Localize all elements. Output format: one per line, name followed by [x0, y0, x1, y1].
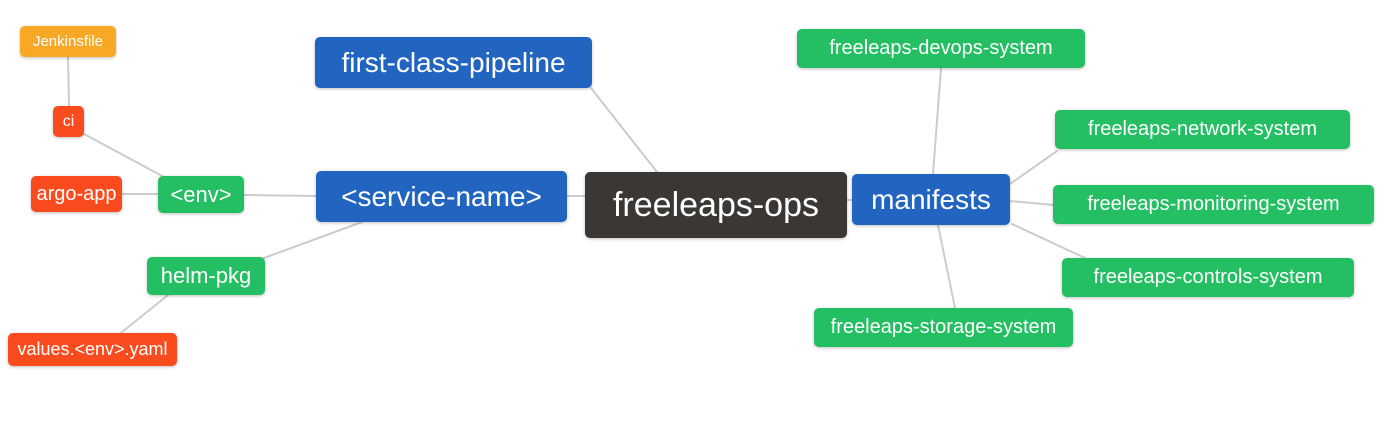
- node-freeleaps-controls-system[interactable]: freeleaps-controls-system: [1062, 258, 1354, 297]
- edge-values-env-yaml-helm-pkg: [120, 294, 169, 334]
- edge-helm-pkg-service-name: [263, 221, 363, 259]
- node-label: <env>: [170, 181, 232, 207]
- edge-ci-env: [83, 133, 165, 178]
- node-ci[interactable]: ci: [53, 106, 84, 137]
- edge-env-service-name: [243, 194, 317, 197]
- node-jenkinsfile[interactable]: Jenkinsfile: [20, 26, 116, 57]
- edge-manifests-freeleaps-network-system: [1009, 150, 1058, 185]
- node-label: freeleaps-monitoring-system: [1087, 193, 1340, 215]
- node-argo-app[interactable]: argo-app: [31, 176, 122, 212]
- edge-first-class-pipeline-freeleaps-ops: [590, 87, 658, 173]
- edge-jenkinsfile-ci: [67, 56, 70, 107]
- node-label: freeleaps-devops-system: [829, 37, 1053, 59]
- node-label: freeleaps-storage-system: [830, 316, 1057, 338]
- node-freeleaps-storage-system[interactable]: freeleaps-storage-system: [814, 308, 1073, 347]
- node-service-name[interactable]: <service-name>: [316, 171, 567, 222]
- node-label: freeleaps-ops: [612, 185, 819, 224]
- node-label: helm-pkg: [160, 263, 252, 288]
- node-freeleaps-network-system[interactable]: freeleaps-network-system: [1055, 110, 1350, 149]
- edge-manifests-freeleaps-controls-system: [1011, 223, 1086, 259]
- node-label: first-class-pipeline: [341, 46, 566, 78]
- node-label: values.<env>.yaml: [17, 339, 168, 359]
- node-values-env-yaml[interactable]: values.<env>.yaml: [8, 333, 177, 366]
- node-label: manifests: [871, 183, 991, 215]
- node-helm-pkg[interactable]: helm-pkg: [147, 257, 265, 295]
- edge-manifests-freeleaps-storage-system: [937, 224, 956, 309]
- node-manifests[interactable]: manifests: [852, 174, 1010, 225]
- node-first-class-pipeline[interactable]: first-class-pipeline: [315, 37, 592, 88]
- node-label: freeleaps-network-system: [1088, 118, 1317, 140]
- node-label: freeleaps-controls-system: [1093, 266, 1323, 288]
- node-label: ci: [62, 112, 75, 130]
- node-env[interactable]: <env>: [158, 176, 244, 213]
- edge-manifests-freeleaps-monitoring-system: [1009, 200, 1054, 206]
- node-freeleaps-devops-system[interactable]: freeleaps-devops-system: [797, 29, 1085, 68]
- node-label: Jenkinsfile: [32, 33, 104, 50]
- node-label: argo-app: [36, 182, 117, 205]
- edge-manifests-freeleaps-devops-system: [932, 67, 942, 175]
- node-label: <service-name>: [341, 180, 542, 212]
- node-freeleaps-monitoring-system[interactable]: freeleaps-monitoring-system: [1053, 185, 1374, 224]
- node-freeleaps-ops[interactable]: freeleaps-ops: [585, 172, 847, 238]
